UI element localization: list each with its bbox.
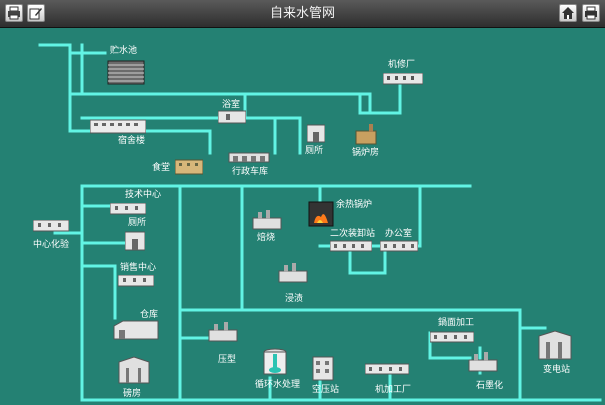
waste-heat-boiler-label: 余热锅炉 [336,200,373,210]
warehouse-label: 仓库 [140,310,159,320]
office-label: 办公室 [385,229,413,239]
printer-button[interactable] [5,4,23,22]
substation-label: 变电站 [543,365,571,375]
window-title: 自来水管网 [269,6,335,21]
pipe-secondary [348,244,387,275]
air-compressor-building[interactable] [312,353,334,381]
pipe-bath-row [80,116,302,155]
admin-garage-building[interactable] [228,149,270,163]
reservoir-label: 贮水池 [110,46,138,56]
pipe-sales-row [80,264,117,320]
leaching-label: 浸渍 [285,294,304,304]
sales-center-building[interactable] [118,275,154,287]
bathhouse-building[interactable] [218,110,246,124]
admin-garage-label: 行政车库 [232,167,269,177]
lab-center-building[interactable] [33,220,69,232]
edit-button[interactable] [27,4,45,22]
main-pipe-top [38,43,72,133]
substation-building[interactable] [538,330,572,360]
main-vertical-left [80,184,602,402]
pump-house-label: 磅房 [123,389,142,399]
machining-label: 机加工厂 [375,385,412,395]
office-building[interactable] [380,240,418,252]
circulating-water-label: 循环水处理 [255,380,301,390]
pipe-dorm-branch [68,92,372,115]
home-button[interactable] [559,4,577,22]
lab-center-label: 中心化验 [33,240,70,250]
canteen-label: 食堂 [152,163,171,173]
dormitory-label: 宿舍楼 [118,136,146,146]
repair-shop-building[interactable] [383,73,423,85]
tech-center-building[interactable] [110,203,146,215]
title-bar: 自来水管网 [0,0,605,28]
graphitization-label: 石墨化 [476,381,504,391]
dormitory-building[interactable] [90,118,146,134]
pump-house-building[interactable] [118,356,150,384]
pipe-calcination [240,184,302,312]
calcination-unit[interactable] [252,208,282,230]
machining-building[interactable] [365,363,409,375]
canteen-building[interactable] [175,159,203,175]
pipe-network [38,43,602,402]
calcination-label: 焙烧 [257,233,276,243]
toilet-top-building[interactable] [307,123,325,143]
tech-center-label: 技术中心 [125,190,162,200]
leaching-unit[interactable] [278,261,308,283]
bathhouse-label: 浴室 [222,100,241,110]
secondary-loading-label: 二次装卸站 [330,229,376,239]
waste-heat-boiler-unit[interactable] [308,201,334,227]
sales-center-label: 销售中心 [120,263,157,273]
reservoir-tank[interactable] [107,58,145,86]
pipe-boiler [358,81,402,115]
boiler-room-building[interactable] [355,123,377,145]
pipe-press-row [178,308,522,402]
scuttle-label: 鍋面加工 [438,318,475,328]
repair-shop-label: 机修厂 [388,60,416,70]
boiler-room-label: 锅炉房 [352,148,380,158]
toilet-top-label: 厕所 [305,146,324,156]
graphitization-unit[interactable] [468,350,498,372]
warehouse-building[interactable] [113,320,159,340]
print-button[interactable] [582,4,600,22]
pipe-network-canvas: 贮水池 机修厂 宿舍楼 浴室 厕所 锅炉房 食堂 [0,28,605,405]
scuttle-building[interactable] [430,331,474,343]
secondary-loading-building[interactable] [330,240,372,252]
press-label: 压型 [218,355,237,365]
press-unit[interactable] [208,320,238,342]
circulating-water-unit[interactable] [262,348,288,378]
toilet-mid-label: 厕所 [128,218,147,228]
air-compressor-label: 空压站 [312,385,340,395]
toilet-mid-building[interactable] [125,231,145,251]
